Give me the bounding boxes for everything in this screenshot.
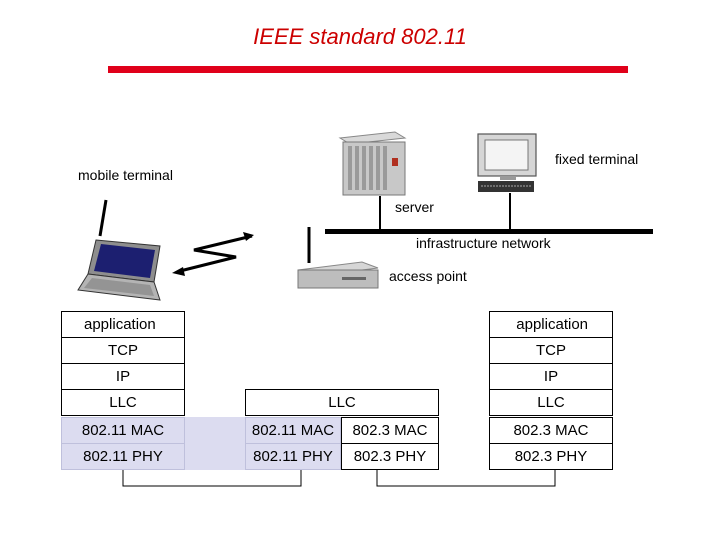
access-point-icon: [297, 227, 379, 289]
fixed-mac-layer: 802.3 MAC: [489, 417, 613, 444]
ap-wireless-mac-layer: 802.11 MAC: [245, 417, 341, 444]
fixed-tcp-layer: TCP: [489, 337, 613, 364]
mobile-application-layer: application: [61, 311, 185, 338]
mobile-llc-layer: LLC: [61, 389, 185, 416]
mobile-ip-layer: IP: [61, 363, 185, 390]
wireless-link-connector: [122, 470, 302, 487]
fixed-phy-layer: 802.3 PHY: [489, 443, 613, 470]
ap-wired-mac-layer: 802.3 MAC: [341, 417, 439, 444]
infrastructure-network-line: [325, 229, 653, 234]
wired-link-connector: [376, 470, 556, 487]
wireless-medium-band: [185, 417, 245, 470]
mobile-phy-layer: 802.11 PHY: [61, 443, 185, 470]
fixed-application-layer: application: [489, 311, 613, 338]
server-label: server: [395, 199, 434, 215]
infrastructure-network-label: infrastructure network: [416, 235, 551, 251]
laptop-icon: [77, 199, 161, 301]
desktop-computer-icon: [477, 133, 537, 192]
fixed-llc-layer: LLC: [489, 389, 613, 416]
ap-wired-phy-layer: 802.3 PHY: [341, 443, 439, 470]
fixed-ip-layer: IP: [489, 363, 613, 390]
ap-llc-layer: LLC: [245, 389, 439, 416]
mobile-tcp-layer: TCP: [61, 337, 185, 364]
server-rack-icon: [338, 131, 407, 196]
fixed-terminal-label: fixed terminal: [555, 151, 639, 167]
ap-wireless-phy-layer: 802.11 PHY: [245, 443, 341, 470]
access-point-label: access point: [389, 268, 467, 284]
title-underline: [108, 66, 628, 73]
mobile-mac-layer: 802.11 MAC: [61, 417, 185, 444]
wireless-link-icon: [172, 232, 254, 276]
page-title: IEEE standard 802.11: [253, 24, 467, 49]
mobile-terminal-label: mobile terminal: [78, 167, 173, 183]
